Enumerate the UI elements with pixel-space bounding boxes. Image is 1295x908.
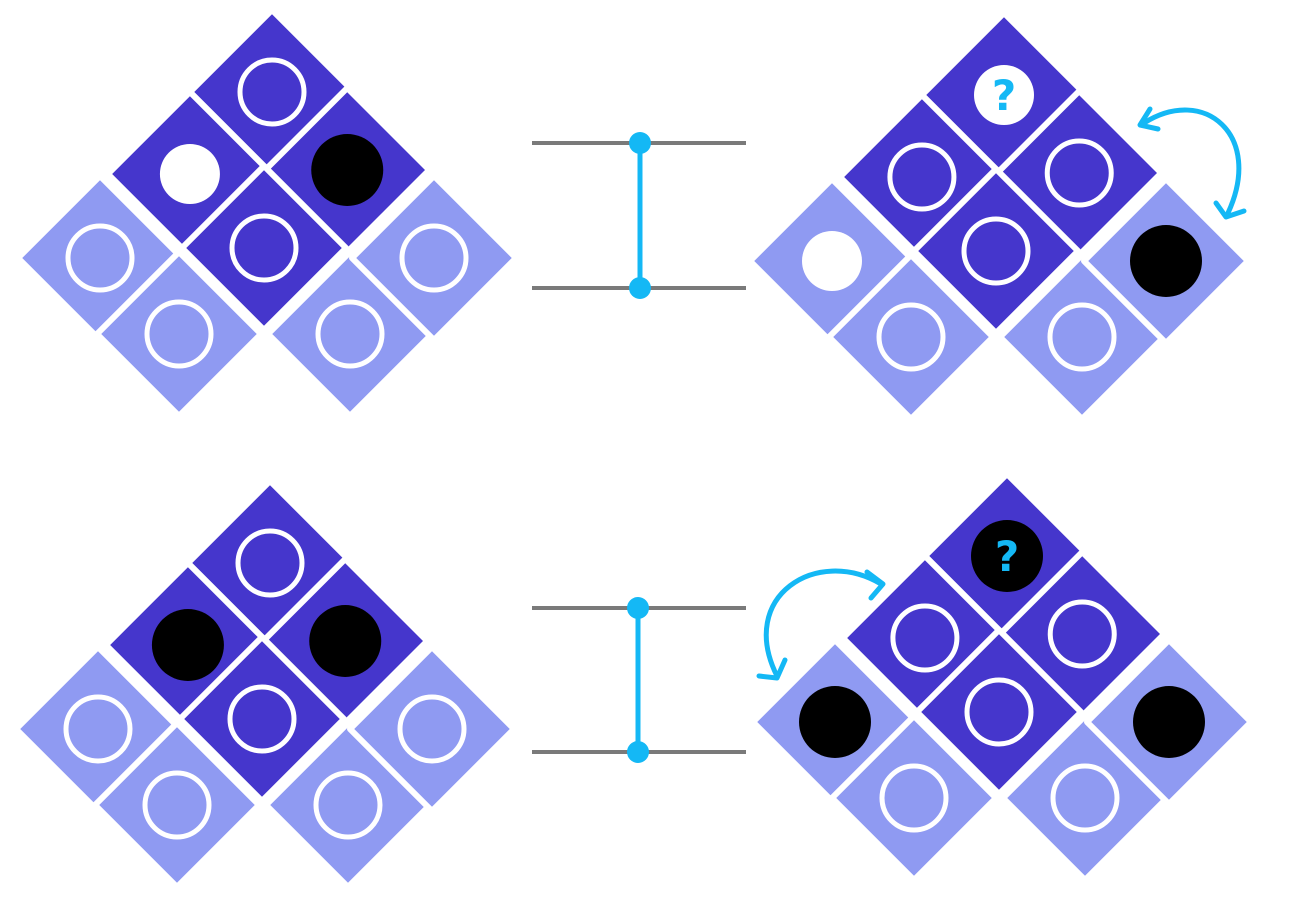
black-token [311, 134, 384, 206]
token-bb [879, 763, 949, 833]
token-center [961, 216, 1031, 286]
control-dot-icon [627, 741, 649, 763]
tile-bb [92, 720, 262, 890]
ring-token [313, 770, 383, 840]
curved-swap-arrow-icon [756, 568, 886, 681]
ring-token [227, 684, 297, 754]
ring-token [1047, 302, 1117, 372]
question-mark-icon: ? [992, 71, 1016, 120]
black-token [971, 520, 1043, 592]
board-after: ? [750, 471, 1254, 883]
row-1: ? [15, 7, 1251, 422]
token-rr [399, 223, 469, 293]
tile-center [911, 166, 1081, 336]
token-br [1050, 763, 1120, 833]
board-before [13, 478, 517, 890]
ring-token [142, 770, 212, 840]
token-bl [65, 223, 135, 293]
board-before [15, 7, 519, 419]
ring-token [890, 603, 960, 673]
token-mr [1044, 138, 1114, 208]
ring-token [63, 694, 133, 764]
gate [532, 132, 746, 299]
ring-token [1047, 599, 1117, 669]
ring-token [229, 213, 299, 283]
white-token [159, 144, 220, 204]
ring-token [315, 299, 385, 369]
ring-token [1044, 138, 1114, 208]
token-rr [397, 694, 467, 764]
token-bl [802, 231, 862, 291]
ring-token [235, 528, 305, 598]
row-2: ? [13, 471, 1254, 890]
tile-bb [826, 252, 996, 422]
ring-token [876, 302, 946, 372]
token-rr [1130, 225, 1202, 297]
token-br [313, 770, 383, 840]
tile-rr [349, 173, 519, 343]
tile-center [914, 627, 1084, 797]
control-dot-icon [627, 597, 649, 619]
token-mr [1047, 599, 1117, 669]
question-mark-icon: ? [995, 532, 1019, 581]
black-token [1130, 225, 1202, 297]
gate [532, 597, 746, 763]
token-top [235, 528, 305, 598]
white-token [802, 231, 862, 291]
ring-token [1050, 763, 1120, 833]
token-bb [876, 302, 946, 372]
token-bb [142, 770, 212, 840]
token-ml [890, 603, 960, 673]
token-center [227, 684, 297, 754]
black-token [1133, 686, 1205, 758]
token-top [237, 57, 307, 127]
token-ml [159, 144, 220, 204]
ring-token [144, 299, 214, 369]
tile-center [179, 163, 349, 333]
token-br [315, 299, 385, 369]
token-top: ? [971, 520, 1043, 592]
ring-token [399, 223, 469, 293]
ring-token [879, 763, 949, 833]
board-after: ? [747, 10, 1251, 422]
white-token [974, 65, 1034, 125]
ring-token [964, 677, 1034, 747]
token-ml [151, 609, 224, 681]
token-br [1047, 302, 1117, 372]
control-dot-icon [629, 277, 651, 299]
curved-swap-arrow-icon [1137, 106, 1247, 220]
tile-bb [94, 249, 264, 419]
ring-token [961, 216, 1031, 286]
token-bl [63, 694, 133, 764]
token-ml [887, 142, 957, 212]
token-rr [1133, 686, 1205, 758]
black-token [799, 686, 871, 758]
token-mr [309, 605, 382, 677]
ring-token [397, 694, 467, 764]
black-token [151, 609, 224, 681]
ring-token [237, 57, 307, 127]
tile-rr [347, 644, 517, 814]
token-bb [144, 299, 214, 369]
token-mr [311, 134, 384, 206]
ring-token [887, 142, 957, 212]
token-top: ? [974, 65, 1034, 125]
tile-center [177, 634, 347, 804]
control-dot-icon [629, 132, 651, 154]
token-bl [799, 686, 871, 758]
tile-bb [829, 713, 999, 883]
ring-token [65, 223, 135, 293]
token-center [964, 677, 1034, 747]
token-center [229, 213, 299, 283]
black-token [309, 605, 382, 677]
